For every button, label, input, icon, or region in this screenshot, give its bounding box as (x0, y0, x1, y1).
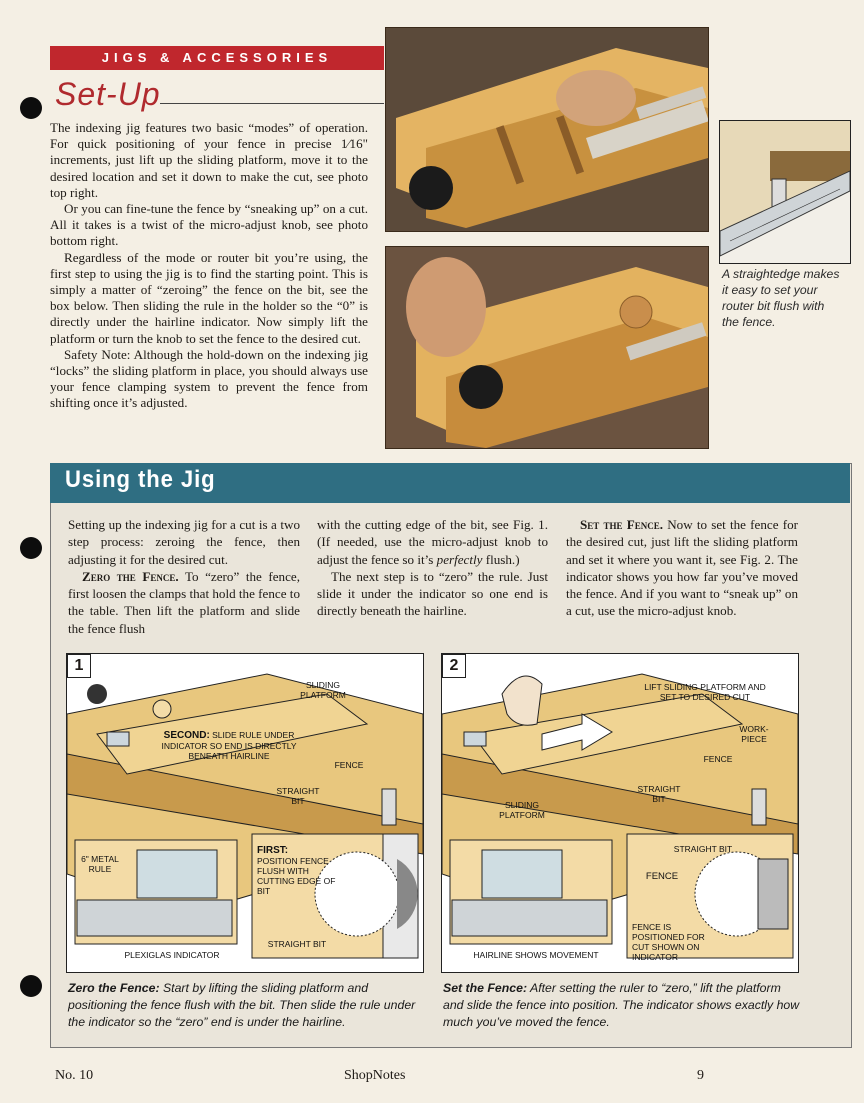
figure-2-caption-lead: Set the Fence: (443, 981, 528, 995)
box-column-2: with the cutting edge of the bit, see Fi… (317, 516, 548, 620)
text-span: flush.) (482, 551, 520, 567)
page-title: Set-Up (55, 76, 161, 112)
box-column-1: Setting up the indexing jig for a cut is… (68, 516, 300, 637)
setup-paragraph: Safety Note: Although the hold-down on t… (50, 346, 368, 411)
title-rule (160, 103, 384, 104)
footer-page-number: 9 (697, 1068, 704, 1083)
figure-1-number: 1 (67, 654, 91, 678)
figure-1-caption: Zero the Fence: Start by lifting the sli… (68, 980, 428, 1031)
set-fence-lead: Set the Fence. (580, 517, 663, 532)
photo-micro-adjust (385, 246, 709, 449)
label-fence-2: FENCE (645, 871, 679, 882)
figure-2-number: 2 (442, 654, 466, 678)
setup-paragraph: Regardless of the mode or router bit you… (50, 249, 368, 346)
label-second-step: SECOND: SLIDE RULE UNDER INDICATOR SO EN… (149, 730, 309, 761)
label-lift-platform: LIFT SLIDING PLATFORM AND SET TO DESIRED… (644, 682, 766, 702)
box-column-3: Set the Fence. Now to set the fence for … (566, 516, 798, 620)
figure-2-caption: Set the Fence: After setting the ruler t… (443, 980, 803, 1031)
first-text: POSITION FENCE FLUSH WITH CUTTING EDGE O… (257, 856, 336, 896)
text-span: with the cutting edge of the bit, see Fi… (317, 517, 548, 567)
setup-paragraph: The indexing jig features two basic “mod… (50, 120, 368, 200)
set-fence-text: Now to set the fence for the desired cut… (566, 517, 798, 619)
label-straight-bit-2: STRAIGHT BIT (673, 844, 733, 854)
figure-1: 1 SLIDING PLATFORM SECOND: SLIDE RULE UN… (66, 653, 424, 973)
category-banner: JIGS & ACCESSORIES (50, 46, 384, 70)
label-sliding-platform: SLIDING PLATFORM (300, 680, 346, 700)
label-hairline: HAIRLINE SHOWS MOVEMENT (473, 950, 599, 960)
figure-2-caption-text: After setting the ruler to “zero,” lift … (443, 981, 800, 1029)
setup-body: The indexing jig features two basic “mod… (50, 120, 368, 412)
box-paragraph: Zero the Fence. To “zero” the fence, fir… (68, 568, 300, 637)
label-sliding-platform: SLIDING PLATFORM (499, 800, 545, 820)
inset-caption: A straightedge makes it easy to set your… (722, 267, 840, 329)
binder-hole-top (20, 97, 42, 119)
zero-fence-text: To “zero” the fence, first loosen the cl… (68, 568, 300, 636)
label-metal-rule: 6" METAL RULE (81, 854, 119, 874)
figure-1-caption-lead: Zero the Fence: (68, 981, 160, 995)
zero-fence-lead: Zero the Fence. (82, 568, 179, 584)
box-paragraph: with the cutting edge of the bit, see Fi… (317, 516, 548, 568)
binder-hole-bottom (20, 975, 42, 997)
second-lead: SECOND: (163, 730, 210, 741)
first-lead: FIRST: (257, 845, 289, 856)
emphasis: perfectly (436, 551, 483, 567)
label-fence-positioned: FENCE IS POSITIONED FOR CUT SHOWN ON IND… (632, 922, 705, 962)
figure-1-caption-text: Start by lifting the sliding platform an… (68, 981, 416, 1029)
label-straight-bit: STRAIGHT BIT (637, 784, 681, 804)
box-paragraph: Set the Fence. Now to set the fence for … (566, 516, 798, 620)
binder-hole-middle (20, 537, 42, 559)
label-straight-bit-2: STRAIGHT BIT (267, 939, 327, 949)
box-title: Using the Jig (65, 466, 216, 493)
label-fence: FENCE (703, 754, 733, 764)
footer-publication: ShopNotes (344, 1068, 406, 1083)
box-paragraph: The next step is to “zero” the rule. Jus… (317, 568, 548, 619)
figure-2: 2 LIFT SLIDING PLATFORM AND SET TO DESIR… (441, 653, 799, 973)
box-header-bar (50, 463, 850, 503)
footer-issue: No. 10 (55, 1068, 94, 1083)
photo-lift-platform (385, 27, 709, 232)
box-paragraph: Setting up the indexing jig for a cut is… (68, 517, 300, 567)
inset-straightedge-drawing (719, 120, 851, 264)
label-workpiece: WORK-PIECE (739, 724, 769, 744)
label-plexiglas: PLEXIGLAS INDICATOR (124, 950, 220, 960)
second-text: SLIDE RULE UNDER INDICATOR SO END IS DIR… (161, 730, 297, 761)
setup-paragraph: Or you can fine-tune the fence by “sneak… (50, 201, 368, 249)
label-straight-bit: STRAIGHT BIT (276, 786, 320, 806)
label-fence: FENCE (334, 760, 364, 770)
label-first-step: FIRST:POSITION FENCE FLUSH WITH CUTTING … (257, 845, 347, 897)
